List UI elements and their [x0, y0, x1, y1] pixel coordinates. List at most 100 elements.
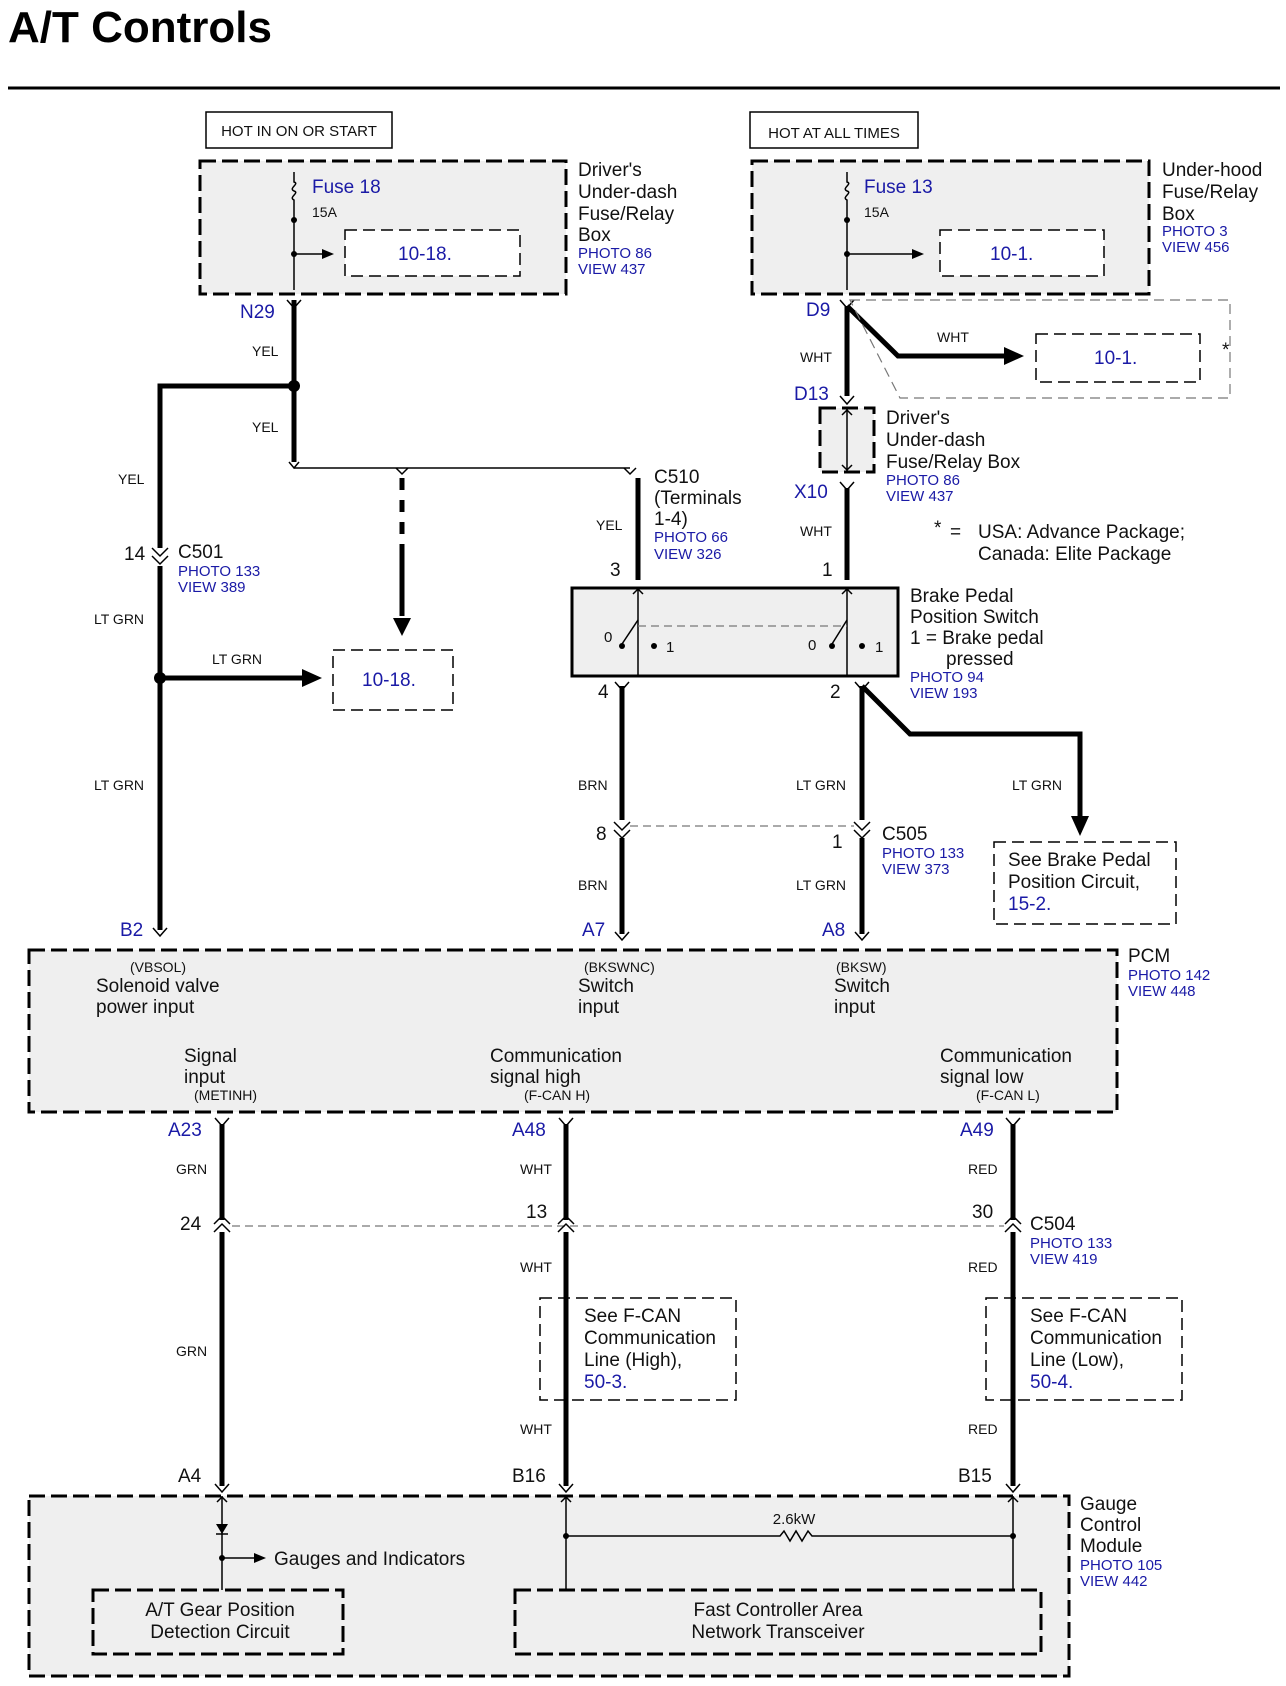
pin-a4: A4	[178, 1466, 202, 1487]
wht-ref[interactable]: 10-1.	[1094, 348, 1137, 369]
can-transceiver-2: Network Transceiver	[691, 1622, 865, 1643]
brake-ref-link[interactable]: 15-2.	[1008, 894, 1051, 915]
gauge-view[interactable]: VIEW 442	[1080, 1573, 1148, 1590]
dash-box-view[interactable]: VIEW 437	[578, 261, 646, 278]
switch-t2: 2	[830, 682, 841, 703]
page-title: A/T Controls	[8, 3, 272, 52]
pin-b16: B16	[512, 1466, 546, 1487]
dash-box-photo[interactable]: PHOTO 86	[578, 245, 652, 262]
wire-label-grn-2: GRN	[176, 1343, 207, 1359]
wire-label-yel-1: YEL	[252, 343, 279, 359]
c501-photo[interactable]: PHOTO 133	[178, 563, 260, 580]
wire-label-yel-2: YEL	[252, 419, 279, 435]
c510-photo[interactable]: PHOTO 66	[654, 529, 728, 546]
pcm-fcanh-2: signal high	[490, 1067, 581, 1088]
hood-box-photo[interactable]: PHOTO 3	[1162, 223, 1228, 240]
pcm-fcanh-1: Communication	[490, 1046, 622, 1067]
pcm-metinh-2: input	[184, 1067, 226, 1088]
switch-name-4: pressed	[946, 649, 1014, 670]
dash-box-name-3: Fuse/Relay	[578, 204, 675, 225]
wire-label-lt-grn-6: LT GRN	[796, 877, 846, 893]
gauge-name-3: Module	[1080, 1536, 1142, 1557]
relay-box2-name-2: Under-dash	[886, 430, 985, 451]
arrow-icon	[322, 249, 334, 259]
hood-box-name-2: Fuse/Relay	[1162, 182, 1259, 203]
hot-at-all-times-box	[749, 111, 919, 149]
note-line2: Canada: Elite Package	[978, 544, 1171, 565]
wire-wht-branch	[845, 304, 1004, 359]
switch-name-2: Position Switch	[910, 607, 1039, 628]
fuse-13-label: Fuse 13	[864, 177, 933, 198]
wire-label-red-2: RED	[968, 1259, 998, 1275]
dash-box-name-2: Under-dash	[578, 182, 677, 203]
fcan-low-link[interactable]: 50-4.	[1030, 1372, 1073, 1393]
arrow-icon	[254, 1553, 266, 1563]
c504-t13: 13	[526, 1202, 547, 1223]
pcm-vbsol-2: power input	[96, 997, 195, 1018]
c501-view[interactable]: VIEW 389	[178, 579, 246, 596]
switch-name-3: 1 = Brake pedal	[910, 628, 1044, 649]
relay-box2-photo[interactable]: PHOTO 86	[886, 472, 960, 489]
switch-pos1-a: 1	[666, 639, 674, 656]
pcm-view[interactable]: VIEW 448	[1128, 983, 1196, 1000]
pin-b15: B15	[958, 1466, 992, 1487]
lt-grn-ref[interactable]: 10-18.	[362, 670, 416, 691]
ref-box-10-1-top	[939, 229, 1105, 277]
c510-view[interactable]: VIEW 326	[654, 546, 722, 563]
c504-t30: 30	[972, 1202, 993, 1223]
wire-label-lt-grn-1: LT GRN	[94, 611, 144, 627]
pcm-bksw-code: (BKSW)	[836, 959, 887, 975]
fuse-18-label: Fuse 18	[312, 177, 381, 198]
wire-yel-left	[157, 383, 294, 548]
c504-name: C504	[1030, 1214, 1076, 1235]
brake-ref-line2: Position Circuit,	[1008, 872, 1140, 893]
pcm-photo[interactable]: PHOTO 142	[1128, 967, 1210, 984]
hood-box-view[interactable]: VIEW 456	[1162, 239, 1230, 256]
pcm-metinh-code: (METINH)	[194, 1087, 257, 1103]
dash-fuse-ref[interactable]: 10-18.	[398, 244, 452, 265]
pin-n29: N29	[240, 302, 275, 323]
fuse-13-rating: 15A	[864, 204, 890, 220]
relay-box2-view[interactable]: VIEW 437	[886, 488, 954, 505]
c505-photo[interactable]: PHOTO 133	[882, 845, 964, 862]
c504-view[interactable]: VIEW 419	[1030, 1251, 1098, 1268]
switch-view[interactable]: VIEW 193	[910, 685, 978, 702]
wire-label-wht-5: WHT	[520, 1259, 552, 1275]
c510-line3: 1-4)	[654, 509, 688, 530]
pcm-fcanl-code: (F-CAN L)	[976, 1087, 1040, 1103]
c510-name: C510	[654, 467, 699, 488]
pin-a7: A7	[582, 920, 605, 941]
gear-detection-2: Detection Circuit	[150, 1622, 290, 1643]
c505-view[interactable]: VIEW 373	[882, 861, 950, 878]
ref-box-10-18-top	[344, 229, 521, 277]
wire-label-brn-2: BRN	[578, 877, 608, 893]
fcan-high-link[interactable]: 50-3.	[584, 1372, 627, 1393]
hood-fuse-ref[interactable]: 10-1.	[990, 244, 1033, 265]
can-transceiver-1: Fast Controller Area	[694, 1600, 863, 1621]
pcm-fcanl-2: signal low	[940, 1067, 1024, 1088]
fcan-high-line1: See F-CAN	[584, 1306, 681, 1327]
wire-label-brn-1: BRN	[578, 777, 608, 793]
pcm-bkswnc-2: input	[578, 997, 620, 1018]
wire-label-lt-grn-2: LT GRN	[212, 651, 262, 667]
pin-d13: D13	[794, 384, 829, 405]
pin-d9: D9	[806, 300, 830, 321]
fcan-high-line3: Line (High),	[584, 1350, 682, 1371]
pcm-vbsol-code: (VBSOL)	[130, 959, 186, 975]
wire-label-wht-2: WHT	[800, 349, 832, 365]
pcm-vbsol-1: Solenoid valve	[96, 976, 220, 997]
wire-label-wht-3: WHT	[800, 523, 832, 539]
wire-lt-grn-brake-ref	[860, 684, 1083, 816]
relay-box2-name-1: Driver's	[886, 408, 950, 429]
c501-name: C501	[178, 542, 223, 563]
wire-label-wht-1: WHT	[937, 329, 969, 345]
pcm-bkswnc-1: Switch	[578, 976, 634, 997]
switch-photo[interactable]: PHOTO 94	[910, 669, 984, 686]
c505-t8: 8	[596, 824, 607, 845]
c504-photo[interactable]: PHOTO 133	[1030, 1235, 1112, 1252]
c504-t24: 24	[180, 1214, 202, 1235]
wire-label-yel-4: YEL	[596, 517, 623, 533]
gauge-photo[interactable]: PHOTO 105	[1080, 1557, 1162, 1574]
hot-in-on-box	[205, 111, 393, 149]
